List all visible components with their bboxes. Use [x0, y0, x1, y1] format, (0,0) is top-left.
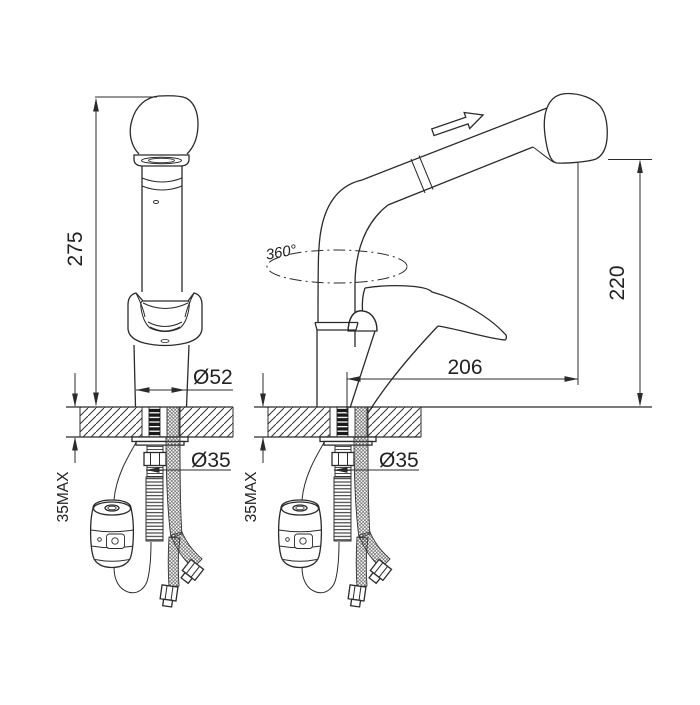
- faucet-side-view: 360°: [264, 92, 608, 414]
- dim-counter-max-label-right: 35MAX: [243, 471, 260, 522]
- dim-52: Ø52: [136, 366, 233, 393]
- dim-reach-label: 206: [447, 356, 482, 379]
- faucet-front-view: [127, 95, 203, 408]
- under-counter-assembly-right: [254, 373, 421, 607]
- faucet-body-front: [141, 166, 183, 292]
- spray-head-front: [129, 95, 199, 155]
- dim-height-label: 275: [64, 231, 87, 266]
- spout-lower-edge: [354, 146, 534, 323]
- handle-lever: [314, 285, 508, 414]
- dim-220: 220: [606, 159, 652, 407]
- spray-head-side: [543, 92, 608, 164]
- rotation-ellipse: [266, 249, 408, 284]
- dim-counter-max-label-left: 35MAX: [55, 471, 72, 522]
- dim-206: 206: [346, 163, 579, 413]
- swivel-angle-label: 360°: [264, 242, 298, 264]
- under-counter-assembly-left: [66, 373, 233, 607]
- dim-hole-diameter-label-left: Ø35: [191, 449, 231, 472]
- dim-body-diameter-label: Ø52: [193, 366, 233, 389]
- dim-275: 275: [64, 96, 157, 406]
- dim-hole-diameter-label-right: Ø35: [379, 449, 419, 472]
- handle-front: [127, 292, 203, 347]
- dim-spout-height-label: 220: [606, 265, 629, 300]
- pull-out-arrow: [430, 111, 485, 137]
- aerator-ring: [133, 154, 190, 167]
- spout-upper-edge: [317, 107, 548, 323]
